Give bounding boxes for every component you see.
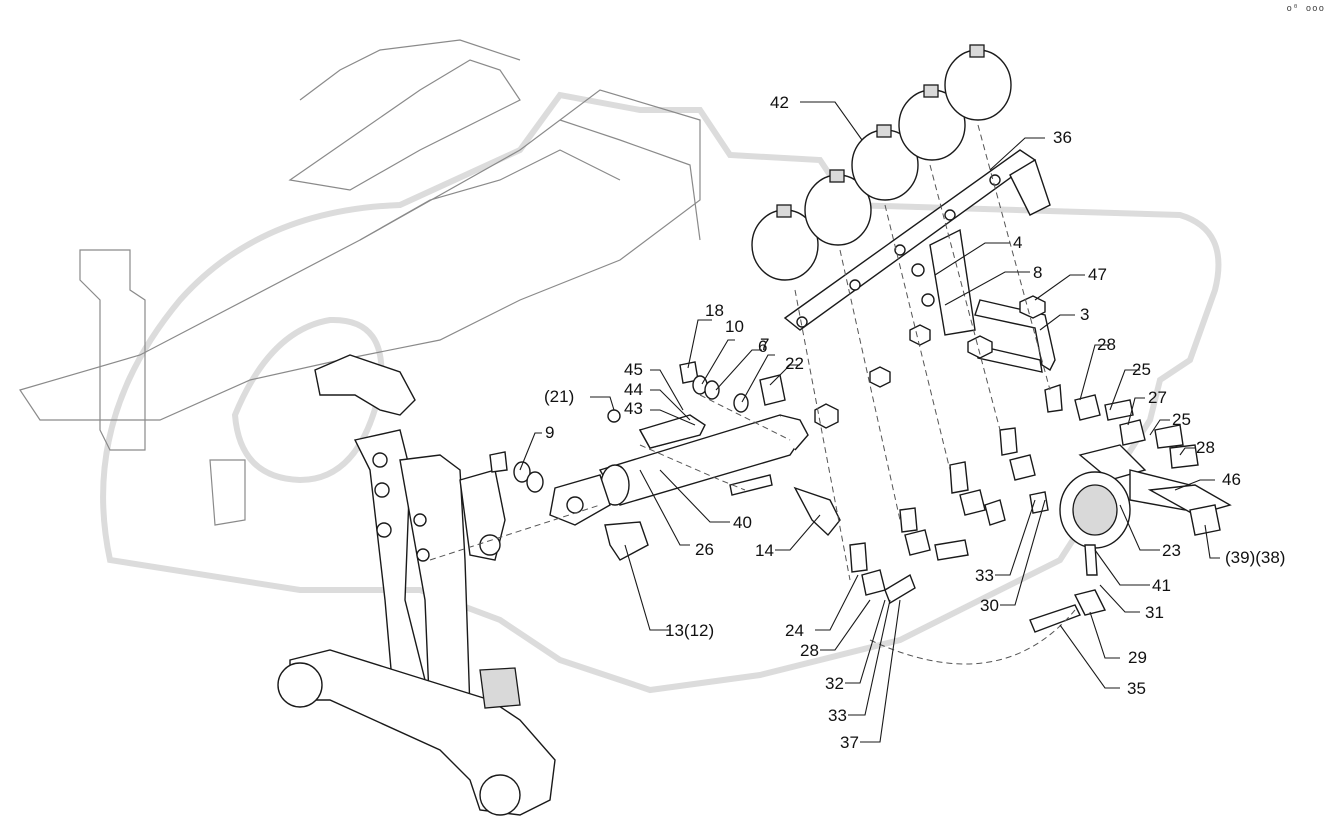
- callout-32: 32: [825, 674, 844, 693]
- callout-47: 47: [1088, 265, 1107, 284]
- fittings: [489, 361, 1232, 633]
- callout-26: 26: [695, 540, 714, 559]
- leader-lines: [519, 101, 1220, 743]
- callout-22: 22: [785, 354, 804, 373]
- hydraulic-cylinder: [549, 414, 841, 561]
- u-bolt-assembly: [814, 263, 1056, 429]
- callout-33-b: 33: [828, 706, 847, 725]
- callout-45: 45: [624, 360, 643, 379]
- callout-28-top: 28: [1097, 335, 1116, 354]
- callout-39-38: (39)(38): [1225, 548, 1285, 567]
- callout-40: 40: [733, 513, 752, 532]
- callout-41: 41: [1152, 576, 1171, 595]
- accumulators: [751, 44, 1012, 281]
- callout-3: 3: [1080, 305, 1089, 324]
- callout-28-right: 28: [1196, 438, 1215, 457]
- mounting-bracket: [277, 354, 556, 816]
- callout-6: 6: [758, 337, 767, 356]
- callout-31: 31: [1145, 603, 1164, 622]
- connection-lines: [429, 124, 1076, 665]
- callout-24: 24: [785, 621, 804, 640]
- callout-33-a: 33: [975, 566, 994, 585]
- callout-21: (21): [544, 387, 574, 406]
- callout-10: 10: [725, 317, 744, 336]
- callout-42: 42: [770, 93, 789, 112]
- callout-23: 23: [1162, 541, 1181, 560]
- callout-35: 35: [1127, 679, 1146, 698]
- callout-36: 36: [1053, 128, 1072, 147]
- callout-29: 29: [1128, 648, 1147, 667]
- callout-18: 18: [705, 301, 724, 320]
- callout-30: 30: [980, 596, 999, 615]
- background-frame: [19, 39, 701, 526]
- callout-28-bottom: 28: [800, 641, 819, 660]
- callout-labels: 42 36 4 8 47 3 18 10 6 7 22 45 44 43 (21…: [544, 93, 1285, 752]
- callout-4: 4: [1013, 233, 1022, 252]
- callout-46: 46: [1222, 470, 1241, 489]
- corner-mark: o⁰ ooo: [1286, 4, 1325, 14]
- callout-44: 44: [624, 380, 643, 399]
- callout-37: 37: [840, 733, 859, 752]
- callout-27: 27: [1148, 388, 1167, 407]
- callout-14: 14: [755, 541, 774, 560]
- callout-43: 43: [624, 399, 643, 418]
- callout-8: 8: [1033, 263, 1042, 282]
- callout-25-b: 25: [1172, 410, 1191, 429]
- callout-25-a: 25: [1132, 360, 1151, 379]
- callout-9: 9: [545, 423, 554, 442]
- callout-13-12: 13(12): [665, 621, 714, 640]
- callout-7: 7: [760, 335, 769, 354]
